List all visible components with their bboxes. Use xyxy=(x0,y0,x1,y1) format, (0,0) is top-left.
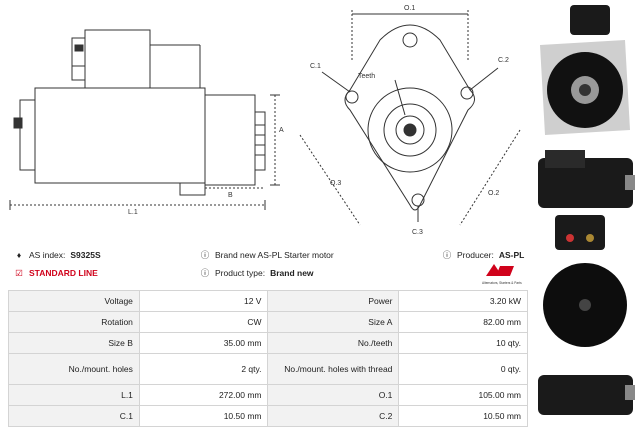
spec-value: 0 qty. xyxy=(398,353,528,385)
info-icon: ⓘ xyxy=(442,250,452,260)
spec-value: 82.00 mm xyxy=(398,311,528,333)
logo-caption: Alternators, Starters & Parts xyxy=(482,281,522,285)
info-icon: ⓘ xyxy=(200,268,210,278)
spec-label: No./mount. holes xyxy=(8,353,140,385)
spec-label: L.1 xyxy=(8,384,140,406)
as-index-label: AS index: xyxy=(29,250,66,260)
dim-label-l1: L.1 xyxy=(128,209,138,216)
product-type-label: Product type: xyxy=(215,268,266,278)
spec-value: 3.20 kW xyxy=(398,290,528,312)
spec-label: No./teeth xyxy=(267,332,400,354)
dim-label-c3: C.3 xyxy=(412,229,423,236)
as-pl-logo: Alternators, Starters & Parts xyxy=(480,262,528,286)
spec-value: 2 qty. xyxy=(138,353,269,385)
spec-value: 10.50 mm xyxy=(398,405,528,427)
spec-label: O.1 xyxy=(267,384,400,406)
tag-icon: ♦ xyxy=(16,250,22,260)
checkbox-icon: ☑ xyxy=(15,268,23,278)
product-type-value: Brand new xyxy=(270,268,314,278)
spec-label: Size A xyxy=(267,311,400,333)
info-icon: ⓘ xyxy=(200,250,210,260)
as-index-value: S9325S xyxy=(70,250,101,260)
spec-label: Rotation xyxy=(8,311,140,333)
spec-label: Power xyxy=(267,290,400,312)
spec-label: C.1 xyxy=(8,405,140,427)
product-type-row: ⓘ Product type: Brand new xyxy=(200,268,314,278)
spec-value: 10.50 mm xyxy=(138,405,269,427)
spec-label: Voltage xyxy=(8,290,140,312)
as-index-row: ♦ AS index: S9325S xyxy=(14,250,101,260)
dim-label-o3: O.3 xyxy=(330,180,341,187)
standard-line-label: STANDARD LINE xyxy=(29,268,98,278)
dim-label-b: B xyxy=(228,192,233,199)
spec-value: 105.00 mm xyxy=(398,384,528,406)
spec-value: 35.00 mm xyxy=(138,332,269,354)
spec-value: 12 V xyxy=(138,290,269,312)
producer-value: AS-PL xyxy=(498,250,525,260)
front-view-drawing xyxy=(299,10,521,226)
photo-bottom xyxy=(538,375,635,415)
dim-label-a: A xyxy=(279,127,284,134)
dim-label-o1: O.1 xyxy=(404,5,415,12)
producer-label: Producer: xyxy=(457,250,494,260)
standard-line-row: ☑ STANDARD LINE xyxy=(14,268,98,278)
photo-front xyxy=(540,5,630,135)
photo-side xyxy=(538,150,635,208)
spec-value: 272.00 mm xyxy=(138,384,269,406)
description-row: ⓘ Brand new AS-PL Starter motor xyxy=(200,250,334,260)
photo-rear xyxy=(543,215,627,347)
product-photos xyxy=(538,5,635,415)
dim-label-c2: C.2 xyxy=(498,57,509,64)
spec-label: C.2 xyxy=(267,405,400,427)
description-text: Brand new AS-PL Starter motor xyxy=(215,250,334,260)
dim-label-c1: C.1 xyxy=(310,63,321,70)
spec-value: 10 qty. xyxy=(398,332,528,354)
spec-label: Size B xyxy=(8,332,140,354)
technical-diagram: A B L.1 O.1 C.1 Teeth C.2 O.3 O.2 C.3 xyxy=(9,5,521,236)
dim-label-o2: O.2 xyxy=(488,190,499,197)
side-view-drawing xyxy=(9,29,280,210)
dim-label-teeth: Teeth xyxy=(358,73,375,80)
spec-value: CW xyxy=(138,311,269,333)
producer-row: ⓘ Producer: AS-PL xyxy=(442,250,525,260)
spec-label: No./mount. holes with thread xyxy=(267,353,400,385)
